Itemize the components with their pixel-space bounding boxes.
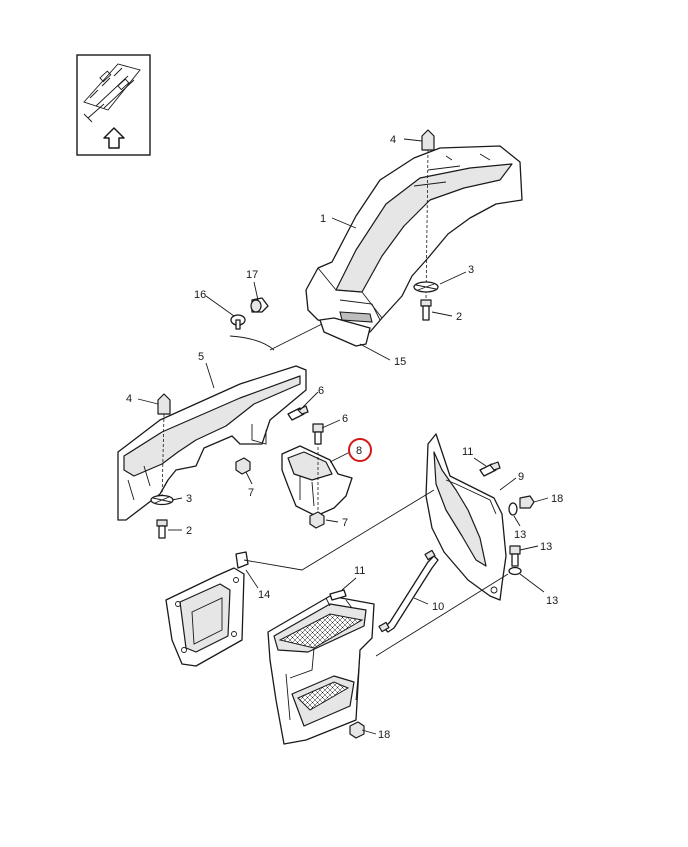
- callout-1[interactable]: 1: [320, 213, 326, 225]
- callout-8[interactable]: 8: [356, 445, 362, 457]
- callout-2-right[interactable]: 2: [456, 311, 462, 323]
- callout-11-upper[interactable]: 11: [462, 446, 473, 458]
- part-16-screw: [230, 314, 246, 330]
- callout-3-right[interactable]: 3: [468, 264, 474, 276]
- part-2-bolt-right: [420, 299, 432, 321]
- callout-14[interactable]: 14: [258, 589, 270, 601]
- callout-13-lower[interactable]: 13: [546, 595, 558, 607]
- part-3-washer-left: [150, 494, 174, 506]
- part-8-bracket: [281, 442, 353, 518]
- part-6-bolt-center: [312, 423, 324, 445]
- callout-17[interactable]: 17: [246, 269, 258, 281]
- part-12-bolt: [509, 545, 521, 567]
- part-17-clip: [250, 297, 269, 313]
- part-2-bolt-left: [156, 519, 168, 539]
- part-18-nut-lower: [349, 721, 365, 739]
- step-assembly: [267, 595, 375, 745]
- part-4-stud-top: [421, 129, 435, 301]
- part-3-washer-right: [413, 281, 439, 293]
- part-14-step-plate: [165, 551, 249, 667]
- callout-12[interactable]: 13: [540, 541, 552, 553]
- callout-2-left[interactable]: 2: [186, 525, 192, 537]
- part-5-front-panel: [117, 365, 307, 521]
- callout-6-upper[interactable]: 6: [318, 385, 324, 397]
- callout-5[interactable]: 5: [198, 351, 204, 363]
- callout-4-top[interactable]: 4: [390, 134, 396, 146]
- callout-18-upper[interactable]: 18: [551, 493, 563, 505]
- part-13-washer-upper: [508, 502, 518, 516]
- part-7-nut-left: [235, 457, 251, 475]
- callout-13-upper[interactable]: 13: [514, 529, 526, 541]
- highlight-ring: [348, 438, 372, 462]
- arrow-up-icon: [103, 127, 125, 149]
- part-11-bolt-upper: [479, 461, 501, 477]
- callout-7-left[interactable]: 7: [248, 487, 254, 499]
- callout-10[interactable]: 10: [432, 601, 444, 613]
- part-11-bolt-lower: [329, 589, 347, 601]
- callout-7-center[interactable]: 7: [342, 517, 348, 529]
- callout-4-left[interactable]: 4: [126, 393, 132, 405]
- callout-8-highlighted[interactable]: 8: [348, 438, 372, 462]
- orientation-inset: [76, 54, 151, 156]
- callout-6-center[interactable]: 6: [342, 413, 348, 425]
- callout-11-lower[interactable]: 11: [354, 565, 365, 577]
- part-7-nut-center: [309, 511, 325, 529]
- callout-15[interactable]: 15: [394, 356, 406, 368]
- vehicle-outline-icon: [83, 63, 141, 123]
- part-1-wheel-arch: [305, 145, 523, 333]
- part-18-nut-upper: [519, 495, 535, 509]
- part-4-stud-left: [157, 393, 171, 501]
- callout-labels: 1 4 3 2 15 17 16 5 4 6 6 7 3 2 7 8 11 9 …: [126, 134, 563, 741]
- part-9-splash-guard: [425, 433, 507, 601]
- callout-9[interactable]: 9: [518, 471, 524, 483]
- part-13-washer-lower: [508, 566, 522, 576]
- part-10-stay-rod: [378, 549, 439, 633]
- callout-18-lower[interactable]: 18: [378, 729, 390, 741]
- part-6-bolt-upper: [287, 405, 309, 421]
- part-15-seal-strip: [319, 317, 371, 347]
- callout-3-left[interactable]: 3: [186, 493, 192, 505]
- callout-16[interactable]: 16: [194, 289, 206, 301]
